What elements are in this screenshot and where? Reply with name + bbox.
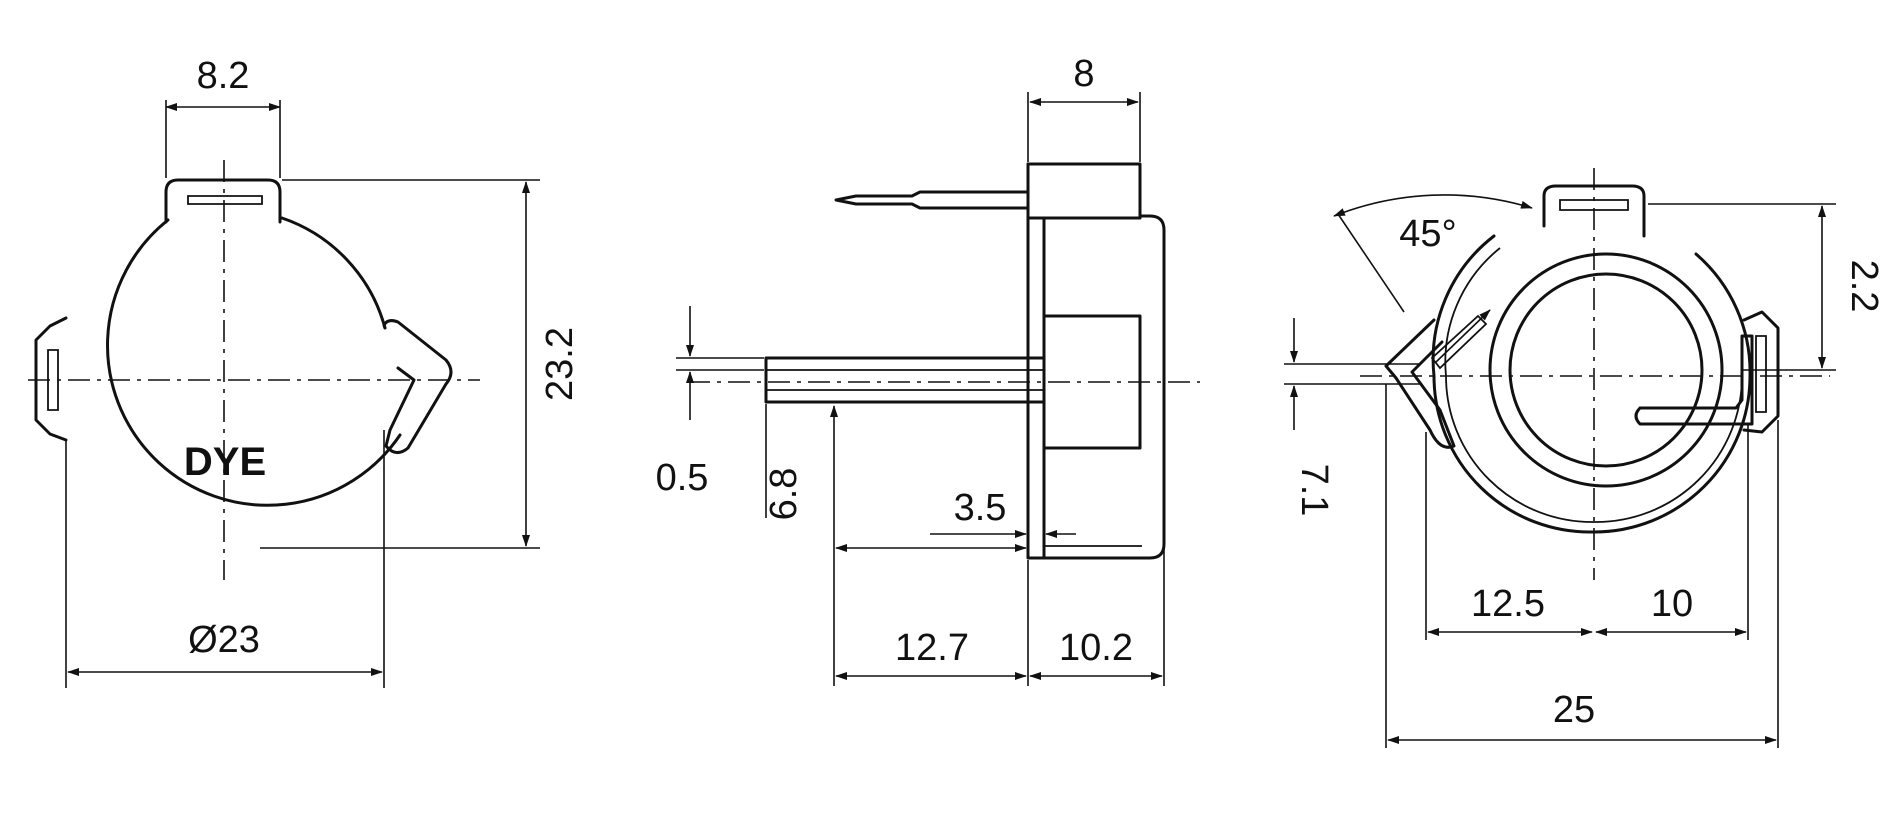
front-view: DYE 8.2 23.2 Ø23: [28, 55, 581, 688]
side-cap: [1026, 162, 1142, 220]
front-right-latch: [382, 319, 453, 454]
dim-pin-length-label: 12.7: [895, 627, 969, 669]
rear-contact-pin: [1634, 334, 1754, 426]
dim-angle-arc: [1333, 194, 1533, 217]
rear-left-latch: [1384, 318, 1456, 449]
rear-outer-ring: [1431, 234, 1752, 534]
dim-right-span-label: 10: [1651, 583, 1693, 625]
dim-depth-label: 8: [1073, 53, 1094, 95]
rear-inner-ring-outer: [1488, 252, 1724, 488]
dim-pin-offset-rear-label: 7.1: [1293, 464, 1335, 517]
dim-height-label: 23.2: [539, 327, 581, 401]
dim-slot-width-label: 8.2: [197, 55, 250, 97]
side-view: 8 0.5 6.8 3.5 12.7 10.2: [656, 53, 1200, 686]
dim-diameter-label: Ø23: [188, 619, 260, 661]
side-body-outline: [1026, 162, 1166, 560]
side-top-pin: [834, 190, 1030, 210]
rear-top-clip: [1542, 184, 1646, 238]
rear-right-clip: [1742, 310, 1780, 434]
dim-flange-label: 3.5: [954, 487, 1007, 529]
dim-top-offset-label: 2.2: [1843, 260, 1885, 313]
dim-pin-offset-label: 6.8: [763, 468, 805, 521]
dim-overall-label: 25: [1553, 689, 1595, 731]
rear-view: 45° 2.2 7.1 12.5 10 25: [1284, 168, 1885, 748]
rear-inner-ring-inner: [1508, 272, 1704, 468]
front-marking: DYE: [184, 440, 266, 484]
dim-pin-thickness-label: 0.5: [656, 457, 709, 499]
side-long-pin: [764, 356, 1046, 404]
front-body-outline: [106, 218, 402, 507]
front-top-clip: [164, 178, 282, 224]
front-left-clip: [34, 316, 68, 442]
dim-left-span-label: 12.5: [1471, 583, 1545, 625]
dim-body-length-label: 10.2: [1059, 627, 1133, 669]
dim-angle-label: 45°: [1399, 213, 1456, 255]
